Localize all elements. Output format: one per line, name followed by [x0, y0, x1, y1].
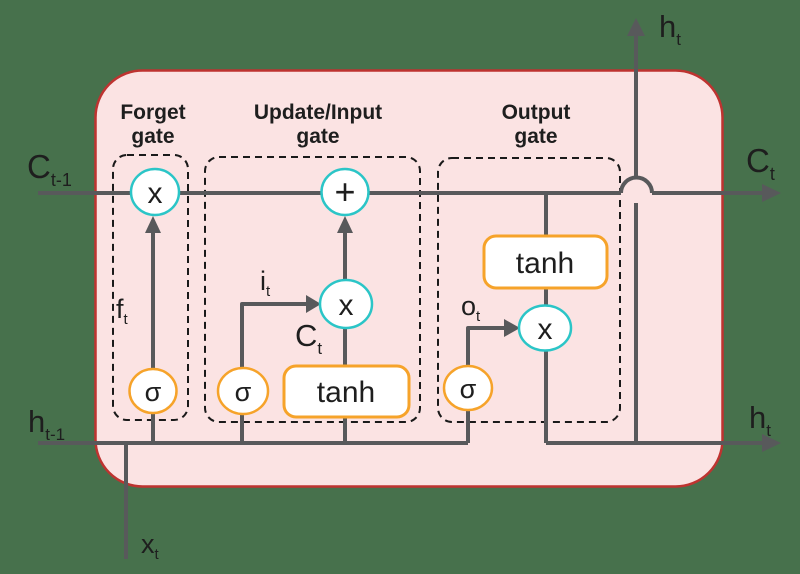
- update-gate-title-line2: gate: [296, 125, 339, 148]
- forget-multiply-arrowhead: [145, 216, 161, 233]
- forget-gate-title-line2: gate: [131, 125, 174, 148]
- label-hidden-out-right: ht: [749, 400, 771, 440]
- multiply-symbol-update: x: [339, 289, 354, 322]
- forget-gate-title-line1: Forget: [120, 101, 185, 124]
- add-symbol: +: [334, 171, 355, 212]
- tanh-label-output: tanh: [516, 247, 574, 280]
- output-gate-title-line1: Output: [502, 101, 571, 124]
- forget-gate-box: [112, 154, 189, 421]
- update-gate-title-line1: Update/Input: [254, 101, 382, 124]
- tanh-box-output: [482, 234, 609, 290]
- hidden-out-arrowhead: [762, 434, 781, 452]
- hidden-top-arrowhead: [627, 18, 645, 36]
- update-multiply-arrowhead: [306, 295, 321, 313]
- label-cell-state-in: Ct-1: [27, 148, 72, 190]
- lstm-cell-body: [94, 69, 724, 488]
- label-input: xt: [141, 529, 160, 563]
- sigma-circle-forget: [128, 367, 178, 415]
- multiply-circle-update: [318, 278, 374, 330]
- tanh-box-update: [282, 364, 411, 419]
- add-circle: [320, 167, 370, 217]
- output-multiply-arrowhead: [504, 319, 520, 337]
- multiply-symbol-output: x: [538, 313, 553, 346]
- tanh-label-update: tanh: [317, 376, 375, 409]
- cell-state-out-arrowhead: [762, 184, 781, 202]
- multiply-circle-forget: [129, 167, 181, 217]
- label-output-activation: ot: [461, 291, 481, 325]
- label-hidden-out-top: ht: [659, 9, 681, 49]
- sigma-symbol-update: σ: [235, 377, 252, 407]
- label-forget-activation: ft: [116, 294, 129, 328]
- label-hidden-in: ht-1: [28, 404, 65, 444]
- output-gate-title-line2: gate: [514, 125, 557, 148]
- add-arrowhead: [337, 216, 353, 233]
- output-gate-box: [437, 157, 621, 423]
- multiply-symbol-forget: x: [148, 177, 163, 210]
- sigma-circle-output: [442, 364, 494, 412]
- label-cell-state-out: Ct: [746, 142, 775, 184]
- sigma-circle-update: [216, 366, 270, 416]
- multiply-circle-output: [517, 304, 573, 352]
- label-candidate: Ct: [295, 318, 322, 358]
- sigma-symbol-output: σ: [460, 374, 477, 404]
- update-gate-box: [204, 156, 421, 423]
- label-input-activation: it: [260, 266, 271, 300]
- sigma-symbol-forget: σ: [145, 377, 162, 407]
